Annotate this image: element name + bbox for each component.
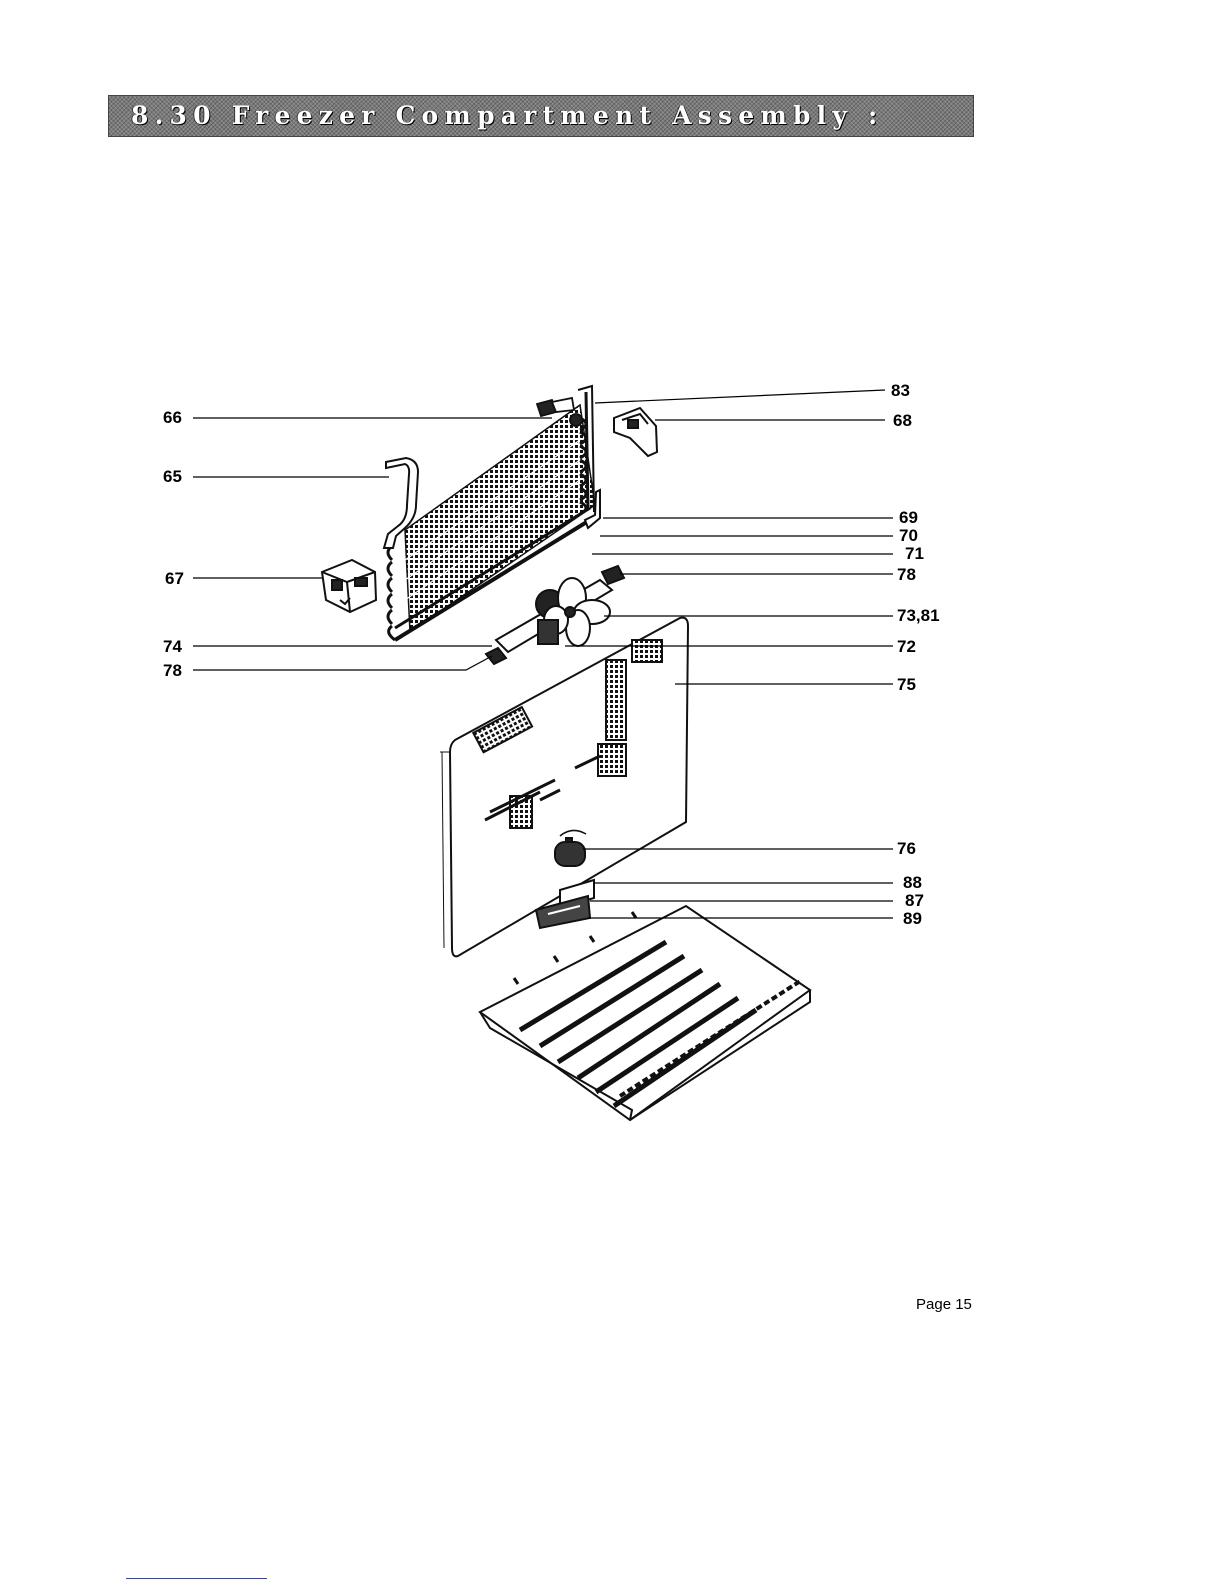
callout-87: 87 [905, 891, 924, 910]
callout-83: 83 [891, 381, 910, 400]
fan-motor-assembly [486, 566, 624, 664]
callout-76: 76 [897, 839, 916, 858]
callout-88: 88 [903, 873, 922, 892]
callout-70: 70 [899, 526, 918, 545]
callout-89: 89 [903, 909, 922, 928]
page-number: Page 15 [916, 1296, 972, 1313]
callout-69: 69 [899, 508, 918, 527]
thermostat-bracket-part [322, 560, 376, 612]
callout-72: 72 [897, 637, 916, 656]
clip-part [614, 408, 657, 456]
footer-link-underline[interactable] [126, 1578, 267, 1579]
callout-78-upper: 78 [897, 565, 916, 584]
callout-78-lower: 78 [163, 661, 182, 680]
callout-75: 75 [897, 675, 916, 694]
callout-71: 71 [905, 544, 924, 563]
callout-66: 66 [163, 408, 182, 427]
callout-68: 68 [893, 411, 912, 430]
callout-74: 74 [163, 637, 182, 656]
floor-plate [480, 906, 810, 1120]
callout-65: 65 [163, 467, 182, 486]
callout-67: 67 [165, 569, 184, 588]
callout-73-81: 73,81 [897, 606, 940, 625]
